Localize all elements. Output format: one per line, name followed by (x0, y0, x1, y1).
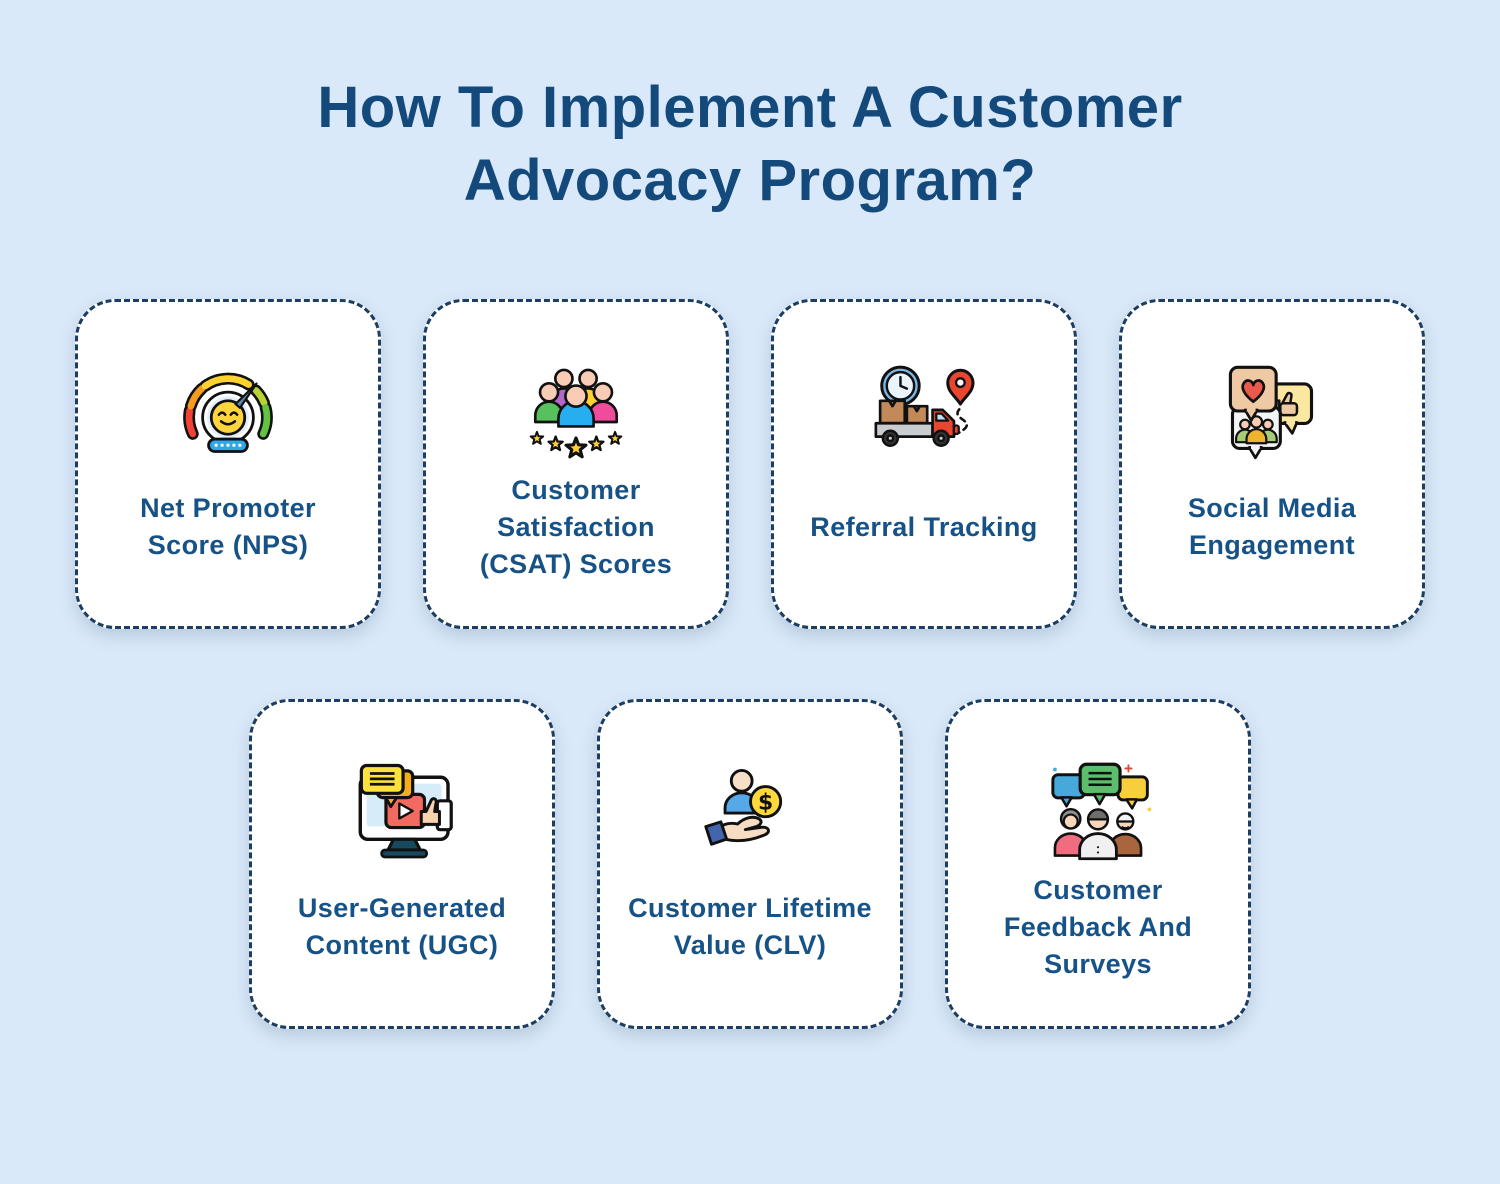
card-label: Customer Satisfaction (CSAT) Scores (442, 470, 710, 584)
card-user-generated-content: User-Generated Content (UGC) (249, 699, 555, 1029)
card-label-line: Surveys (1044, 948, 1152, 979)
card-label-line: User-Generated (297, 893, 507, 923)
card-label-line: Referral Tracking (810, 511, 1038, 542)
card-label: Customer Feedback And Surveys (964, 870, 1232, 984)
card-label: Social Media Engagement (1138, 470, 1406, 584)
csat-people-stars-icon (426, 346, 726, 476)
ugc-monitor-thumbs-icon (252, 746, 552, 876)
card-row-bottom: User-Generated Content (UGC) $ Customer … (0, 699, 1500, 1029)
svg-text:$: $ (758, 790, 773, 815)
referral-delivery-tracking-icon (774, 346, 1074, 476)
card-label: Net Promoter Score (NPS) (94, 470, 362, 584)
card-label-line: Customer (1033, 874, 1163, 905)
card-net-promoter-score: Net Promoter Score (NPS) (75, 299, 381, 629)
page-title: How To Implement A Customer Advocacy Pro… (317, 75, 1183, 213)
card-label: Customer Lifetime Value (CLV) (616, 870, 884, 984)
nps-gauge-icon (78, 346, 378, 476)
social-media-engagement-icon (1122, 346, 1422, 476)
card-label: User-Generated Content (UGC) (268, 870, 536, 984)
feedback-people-bubbles-icon (948, 746, 1248, 876)
card-row-top: Net Promoter Score (NPS) (0, 299, 1500, 629)
card-label-line: Score (NPS) (147, 530, 309, 560)
card-label-line: Customer Lifetime (628, 893, 872, 923)
card-label-line: Net Promoter (140, 493, 316, 523)
card-label-line: Customer (511, 474, 641, 505)
card-social-media-engagement: Social Media Engagement (1119, 299, 1425, 629)
card-customer-lifetime-value: $ Customer Lifetime Value (CLV) (597, 699, 903, 1029)
clv-hand-coin-icon: $ (600, 746, 900, 876)
card-label-line: Engagement (1188, 530, 1356, 560)
card-label: Referral Tracking (790, 470, 1058, 584)
card-customer-satisfaction: Customer Satisfaction (CSAT) Scores (423, 299, 729, 629)
card-label-line: Social Media (1187, 493, 1357, 523)
card-label-line: Satisfaction (497, 511, 655, 542)
card-label-line: Content (UGC) (305, 930, 499, 960)
card-label-line: (CSAT) Scores (479, 548, 673, 579)
card-label-line: Feedback And (1003, 911, 1193, 942)
card-customer-feedback-surveys: Customer Feedback And Surveys (945, 699, 1251, 1029)
card-referral-tracking: Referral Tracking (771, 299, 1077, 629)
card-label-line: Value (CLV) (673, 930, 827, 960)
